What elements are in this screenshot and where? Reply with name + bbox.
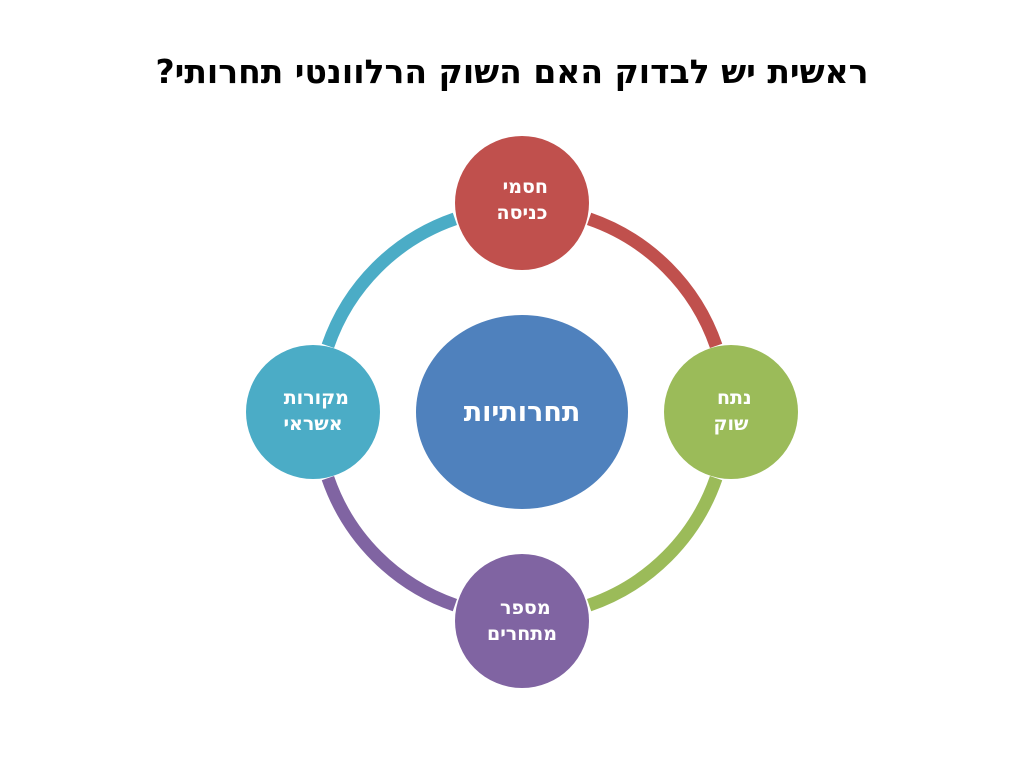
node-number-of-competitors-line-2: מתחרים (487, 623, 557, 645)
arc-share-to-competitors (586, 475, 723, 612)
node-number-of-competitors-line-1: מספר (500, 597, 551, 619)
node-entry-barriers (455, 136, 589, 270)
node-credit-sources (246, 345, 380, 479)
node-market-share (664, 345, 798, 479)
arc-competitors-to-credit (321, 475, 458, 612)
node-market-share-label: נתח שוק (710, 387, 751, 435)
center-node-label: תחרותיות (464, 397, 581, 428)
slide-title: ראשית יש לבדוק האם השוק הרלוונטי תחרותי? (155, 52, 869, 91)
node-credit-sources-line-1: מקורות (284, 387, 349, 409)
node-credit-sources-line-2: אשראי (283, 413, 342, 435)
node-credit-sources-label: מקורות אשראי (277, 387, 349, 435)
node-market-share-line-2: שוק (714, 413, 750, 435)
node-market-share-line-1: נתח (717, 387, 752, 409)
node-entry-barriers-line-2: כניסה (497, 202, 548, 224)
arc-entry-to-share (586, 212, 723, 349)
node-number-of-competitors (455, 554, 589, 688)
node-entry-barriers-label: חסמי כניסה (496, 176, 548, 224)
center-node (416, 315, 628, 509)
node-entry-barriers-line-1: חסמי (503, 176, 548, 198)
arc-credit-to-entry (321, 212, 458, 349)
node-number-of-competitors-label: מספר מתחרים (487, 597, 557, 645)
